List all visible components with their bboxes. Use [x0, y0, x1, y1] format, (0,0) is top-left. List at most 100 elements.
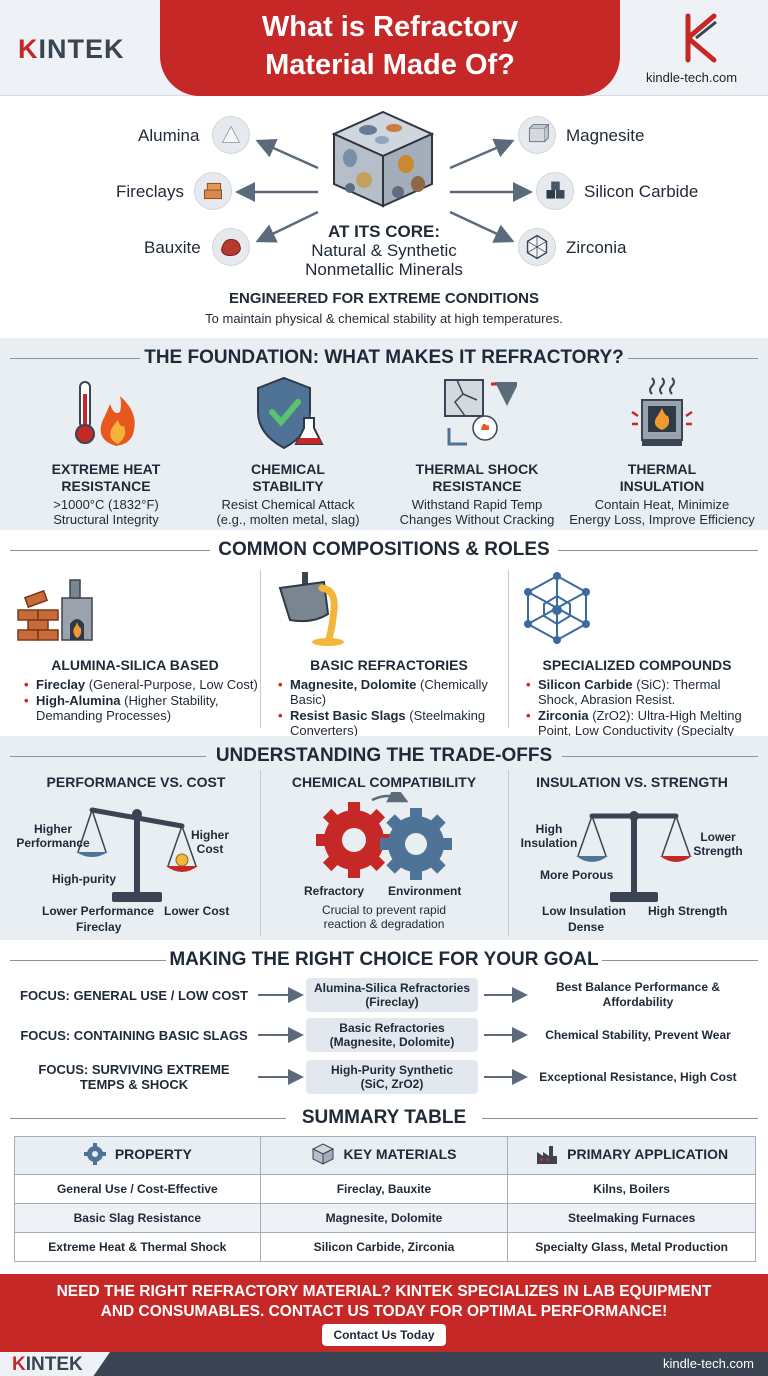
- material-arrows: [235, 138, 533, 243]
- composition-divider: [260, 570, 261, 728]
- k-mark-icon: [685, 13, 717, 63]
- engineered-title: ENGINEERED FOR EXTREME CONDITIONS: [228, 290, 540, 307]
- compositions-heading: COMMON COMPOSITIONS & ROLES: [0, 536, 768, 564]
- summary-heading: SUMMARY TABLE: [0, 1104, 768, 1132]
- refractory-label: Refractory: [304, 884, 365, 898]
- choice-row-general: FOCUS: GENERAL USE / LOW COST Alumina-Si…: [0, 978, 768, 1014]
- alumina-cone-icon: [212, 116, 250, 154]
- cta-banner: NEED THE RIGHT REFRACTORY MATERIAL? KINT…: [0, 1274, 768, 1352]
- composition-alumina-silica: ALUMINA-SILICA BASED Fireclay (General-P…: [10, 570, 260, 724]
- insulation-vs-strength-title: INSULATION VS. STRENGTH: [536, 774, 728, 790]
- high-purity-label: High-purity: [52, 872, 116, 886]
- col-header-property: PROPERTY: [14, 1136, 261, 1175]
- mineral-cube-icon: [331, 110, 435, 208]
- balance-scale-icon: [76, 807, 198, 902]
- interlocking-gears-icon: [316, 792, 452, 880]
- ladle-pour-icon: [278, 572, 344, 646]
- bauxite-rock-icon: [212, 228, 250, 266]
- composition-divider: [508, 570, 509, 728]
- thermometer-flame-icon: [75, 381, 135, 446]
- material-zirconia: Zirconia: [566, 238, 627, 257]
- material-alumina: Alumina: [138, 126, 200, 145]
- basic-list: Magnesite, Dolomite (Chemically Basic) R…: [264, 677, 514, 738]
- foundation-heading: THE FOUNDATION: WHAT MAKES IT REFRACTORY…: [0, 344, 768, 372]
- choice-material-box: Basic Refractories(Magnesite, Dolomite): [306, 1018, 478, 1052]
- crystal-lattice-icon: [524, 572, 590, 644]
- tradeoffs-heading: UNDERSTANDING THE TRADE-OFFS: [0, 742, 768, 770]
- perf-vs-cost-title: PERFORMANCE VS. COST: [46, 774, 226, 790]
- site-link[interactable]: kindle-tech.com: [646, 70, 738, 85]
- shield-flask-icon: [257, 376, 324, 450]
- page-title: What is Refractory Material Made Of?: [261, 11, 519, 81]
- choice-row-basic-slags: FOCUS: CONTAINING BASIC SLAGS Basic Refr…: [0, 1018, 768, 1054]
- composition-basic: BASIC REFRACTORIES Magnesite, Dolomite (…: [264, 570, 514, 739]
- list-item: Resist Basic Slags (Steelmaking Converte…: [278, 708, 514, 738]
- site-link[interactable]: kindle-tech.com: [662, 1356, 754, 1371]
- tradeoff-divider: [508, 770, 509, 936]
- tradeoffs-section: UNDERSTANDING THE TRADE-OFFS PERFORMANCE…: [0, 736, 768, 940]
- brick-icon: [194, 172, 232, 210]
- engineered-subtitle: To maintain physical & chemical stabilit…: [205, 311, 563, 326]
- high-strength-label: High Strength: [648, 904, 728, 918]
- kintek-logo[interactable]: KINTEK: [12, 1354, 83, 1375]
- list-item: Magnesite, Dolomite (Chemically Basic): [278, 677, 514, 707]
- kintek-logo[interactable]: KINTEK: [18, 34, 125, 64]
- furnace-icon: [631, 377, 693, 446]
- zirconia-crystal-icon: [518, 228, 556, 266]
- tradeoff-divider: [260, 770, 261, 936]
- list-item: High-Alumina (Higher Stability, Demandin…: [24, 693, 260, 723]
- foundation-section: THE FOUNDATION: WHAT MAKES IT REFRACTORY…: [0, 338, 768, 530]
- core-description: AT ITS CORE: Natural & Synthetic Nonmeta…: [305, 222, 463, 279]
- choice-heading: MAKING THE RIGHT CHOICE FOR YOUR GOAL: [0, 946, 768, 974]
- dense-label: Dense: [568, 920, 605, 934]
- contact-us-button[interactable]: Contact Us Today: [322, 1324, 446, 1346]
- summary-table: PROPERTY KEY MATERIALS PRIMARY APPLICATI…: [14, 1136, 756, 1262]
- low-insulation-label: Low Insulation: [542, 904, 626, 918]
- choice-material-box: High-Purity Synthetic(SiC, ZrO2): [306, 1060, 478, 1094]
- choice-material-box: Alumina-Silica Refractories(Fireclay): [306, 978, 478, 1012]
- bottom-bar: KINTEK kindle-tech.com: [0, 1352, 768, 1376]
- col-header-primary-application: PRIMARY APPLICATION: [507, 1136, 756, 1175]
- list-item: Silicon Carbide (SiC): Thermal Shock, Ab…: [526, 677, 762, 707]
- material-silicon-carbide: Silicon Carbide: [584, 182, 699, 201]
- chemical-compatibility-title: CHEMICAL COMPATIBILITY: [291, 774, 477, 790]
- cracked-tile-cycle-icon: [444, 379, 519, 446]
- material-bauxite: Bauxite: [144, 238, 201, 257]
- gear-icon: [83, 1143, 106, 1165]
- cta-text: NEED THE RIGHT REFRACTORY MATERIAL? KINT…: [56, 1283, 712, 1320]
- factory-icon: [537, 1146, 558, 1164]
- header-title-banner: [160, 0, 620, 96]
- lower-performance-label: Lower Performance: [42, 904, 155, 918]
- magnesite-block-icon: [518, 116, 556, 154]
- header: KINTEK What is Refractory Material Made …: [0, 0, 768, 96]
- col-header-key-materials: KEY MATERIALS: [259, 1136, 509, 1175]
- more-porous-label: More Porous: [540, 868, 614, 882]
- material-fireclays: Fireclays: [116, 182, 185, 201]
- fireclay-label: Fireclay: [76, 920, 122, 934]
- choice-arrows: [258, 987, 528, 1085]
- table-header-row: PROPERTY KEY MATERIALS PRIMARY APPLICATI…: [14, 1136, 756, 1175]
- brick-kiln-icon: [17, 579, 93, 641]
- composition-specialized: SPECIALIZED COMPOUNDS Silicon Carbide (S…: [512, 570, 762, 754]
- lower-cost-label: Lower Cost: [164, 904, 230, 918]
- silicon-carbide-cubes-icon: [536, 172, 574, 210]
- material-magnesite: Magnesite: [566, 126, 645, 145]
- environment-label: Environment: [388, 884, 462, 898]
- balance-scale-icon: [576, 811, 692, 902]
- material-block-icon: [312, 1143, 335, 1165]
- alumina-silica-list: Fireclay (General-Purpose, Low Cost) Hig…: [10, 677, 260, 723]
- specialized-list: Silicon Carbide (SiC): Thermal Shock, Ab…: [512, 677, 762, 753]
